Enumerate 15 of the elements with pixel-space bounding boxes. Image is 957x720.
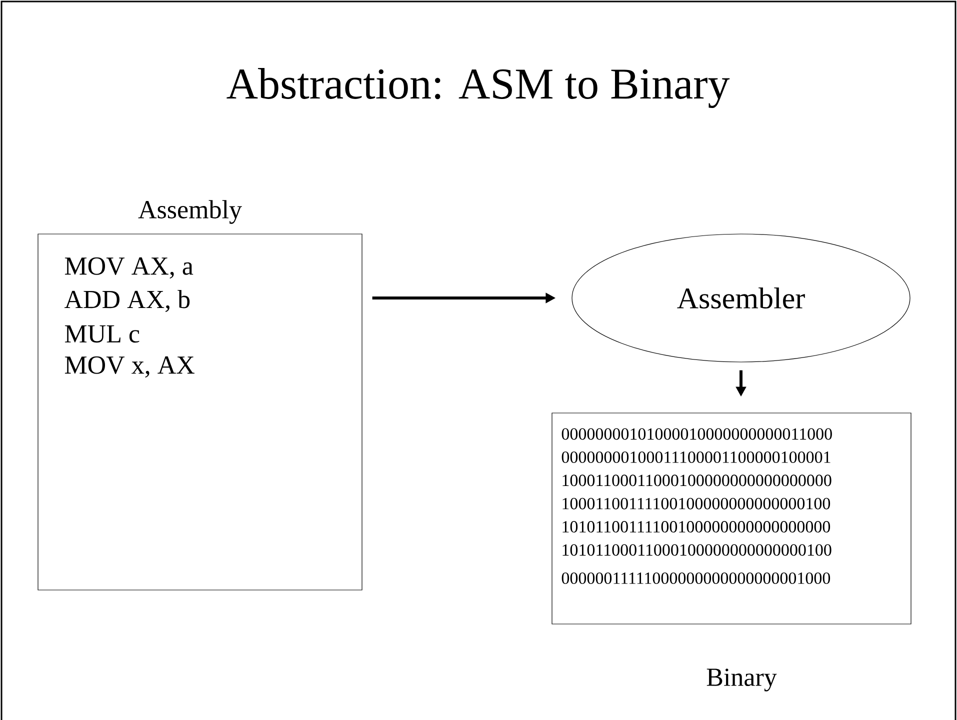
node-label: Assembler xyxy=(677,287,805,309)
binary-line: 10001100111100100000000000000100 xyxy=(562,498,830,510)
box-caption: Binary xyxy=(706,668,777,692)
title: Abstraction: ASM to Binary xyxy=(226,68,730,108)
binary-line: 10101100111100100000000000000000 xyxy=(562,521,830,533)
binary-line: 00000000100011100001100000100001 xyxy=(562,451,830,463)
code-line: ADD AX, b xyxy=(64,290,190,312)
box-heading: Assembly xyxy=(138,200,242,224)
binary-line: 10001100011000100000000000000000 xyxy=(562,474,832,486)
code-line: MOV AX, a xyxy=(64,257,194,279)
code-line: MUL c xyxy=(64,325,140,343)
binary-line: 00000011111000000000000000001000 xyxy=(562,572,830,584)
code-line: MOV x, AX xyxy=(64,356,194,378)
binary-line: 10101100011000100000000000000100 xyxy=(562,544,832,556)
binary-line: 00000000101000010000000000011000 xyxy=(562,428,832,440)
